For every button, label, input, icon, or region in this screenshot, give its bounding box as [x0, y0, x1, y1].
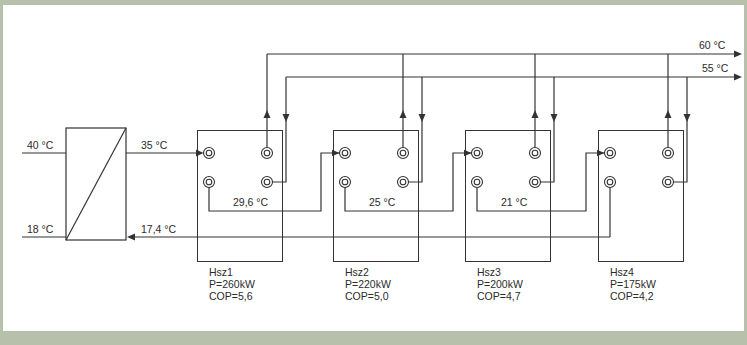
riser	[402, 54, 403, 148]
paper-panel	[3, 5, 744, 331]
unit-caption: Hsz3P=200kWCOP=4,7	[477, 266, 523, 302]
arrowhead	[419, 114, 426, 122]
unit-spec: COP=5,0	[345, 290, 391, 302]
port	[607, 150, 613, 156]
port	[400, 179, 406, 185]
unit-name: Hsz2	[345, 266, 391, 278]
pipe	[609, 188, 610, 238]
arrowheads	[127, 51, 742, 241]
riser	[534, 54, 535, 148]
pipe	[133, 236, 610, 237]
pipe	[22, 236, 66, 237]
port	[607, 179, 613, 185]
arrowhead	[532, 110, 539, 118]
heat-pump-box: Hsz4P=175kWCOP=4,2	[598, 130, 684, 262]
port	[663, 177, 674, 188]
port	[204, 177, 215, 188]
arrowhead	[665, 110, 672, 118]
unit-spec: COP=5,6	[209, 290, 255, 302]
port	[665, 150, 671, 156]
port	[264, 150, 270, 156]
unit-caption: Hsz1P=260kWCOP=5,6	[209, 266, 255, 302]
temperature-label: 21 °C	[500, 196, 528, 208]
arrowhead	[283, 114, 290, 122]
port	[532, 150, 538, 156]
temperature-label: 35 °C	[140, 139, 168, 151]
unit-caption: Hsz4P=175kWCOP=4,2	[610, 266, 656, 302]
arrowhead	[127, 234, 135, 241]
port	[398, 148, 409, 159]
unit-name: Hsz1	[209, 266, 255, 278]
water-connector	[477, 153, 605, 211]
pipework	[22, 54, 736, 240]
port	[665, 179, 671, 185]
arrowhead	[734, 51, 742, 58]
pipe	[22, 152, 66, 153]
port	[472, 177, 483, 188]
port	[262, 148, 273, 159]
riser	[667, 54, 668, 148]
unit-spec: P=200kW	[477, 278, 523, 290]
port	[663, 148, 674, 159]
port	[340, 177, 351, 188]
exchanger-diagonal	[66, 128, 126, 240]
port	[530, 177, 541, 188]
port	[605, 148, 616, 159]
arrowhead	[684, 114, 691, 122]
port	[605, 177, 616, 188]
port	[532, 179, 538, 185]
temperature-label: 25 °C	[368, 196, 396, 208]
arrowhead	[734, 74, 742, 81]
port	[262, 177, 273, 188]
port	[398, 177, 409, 188]
unit-spec: COP=4,2	[610, 290, 656, 302]
temperature-label: 17,4 °C	[140, 223, 177, 235]
port	[206, 150, 212, 156]
port	[530, 148, 541, 159]
water-connector	[345, 153, 472, 211]
temperature-label: 29,6 °C	[232, 196, 269, 208]
header-pipe	[267, 53, 736, 54]
pipe	[126, 152, 198, 153]
port	[264, 179, 270, 185]
port	[342, 150, 348, 156]
unit-spec: COP=4,7	[477, 290, 523, 302]
port	[204, 148, 215, 159]
port	[474, 179, 480, 185]
unit-spec: P=175kW	[610, 278, 656, 290]
arrowhead	[264, 110, 271, 118]
unit-caption: Hsz2P=220kWCOP=5,0	[345, 266, 391, 302]
port	[474, 150, 480, 156]
unit-name: Hsz4	[610, 266, 656, 278]
unit-spec: P=260kW	[209, 278, 255, 290]
temperature-label: 55 °C	[701, 62, 729, 74]
port	[340, 148, 351, 159]
unit-name: Hsz3	[477, 266, 523, 278]
port	[400, 150, 406, 156]
riser	[266, 54, 267, 148]
unit-spec: P=220kW	[345, 278, 391, 290]
temperature-label: 18 °C	[26, 223, 54, 235]
port	[472, 148, 483, 159]
arrowhead	[551, 114, 558, 122]
water-connector	[209, 153, 340, 211]
arrowhead	[400, 110, 407, 118]
temperature-label: 60 °C	[698, 39, 726, 51]
port	[206, 179, 212, 185]
temperature-label: 40 °C	[26, 139, 54, 151]
heat-exchanger	[66, 128, 126, 240]
port	[342, 179, 348, 185]
